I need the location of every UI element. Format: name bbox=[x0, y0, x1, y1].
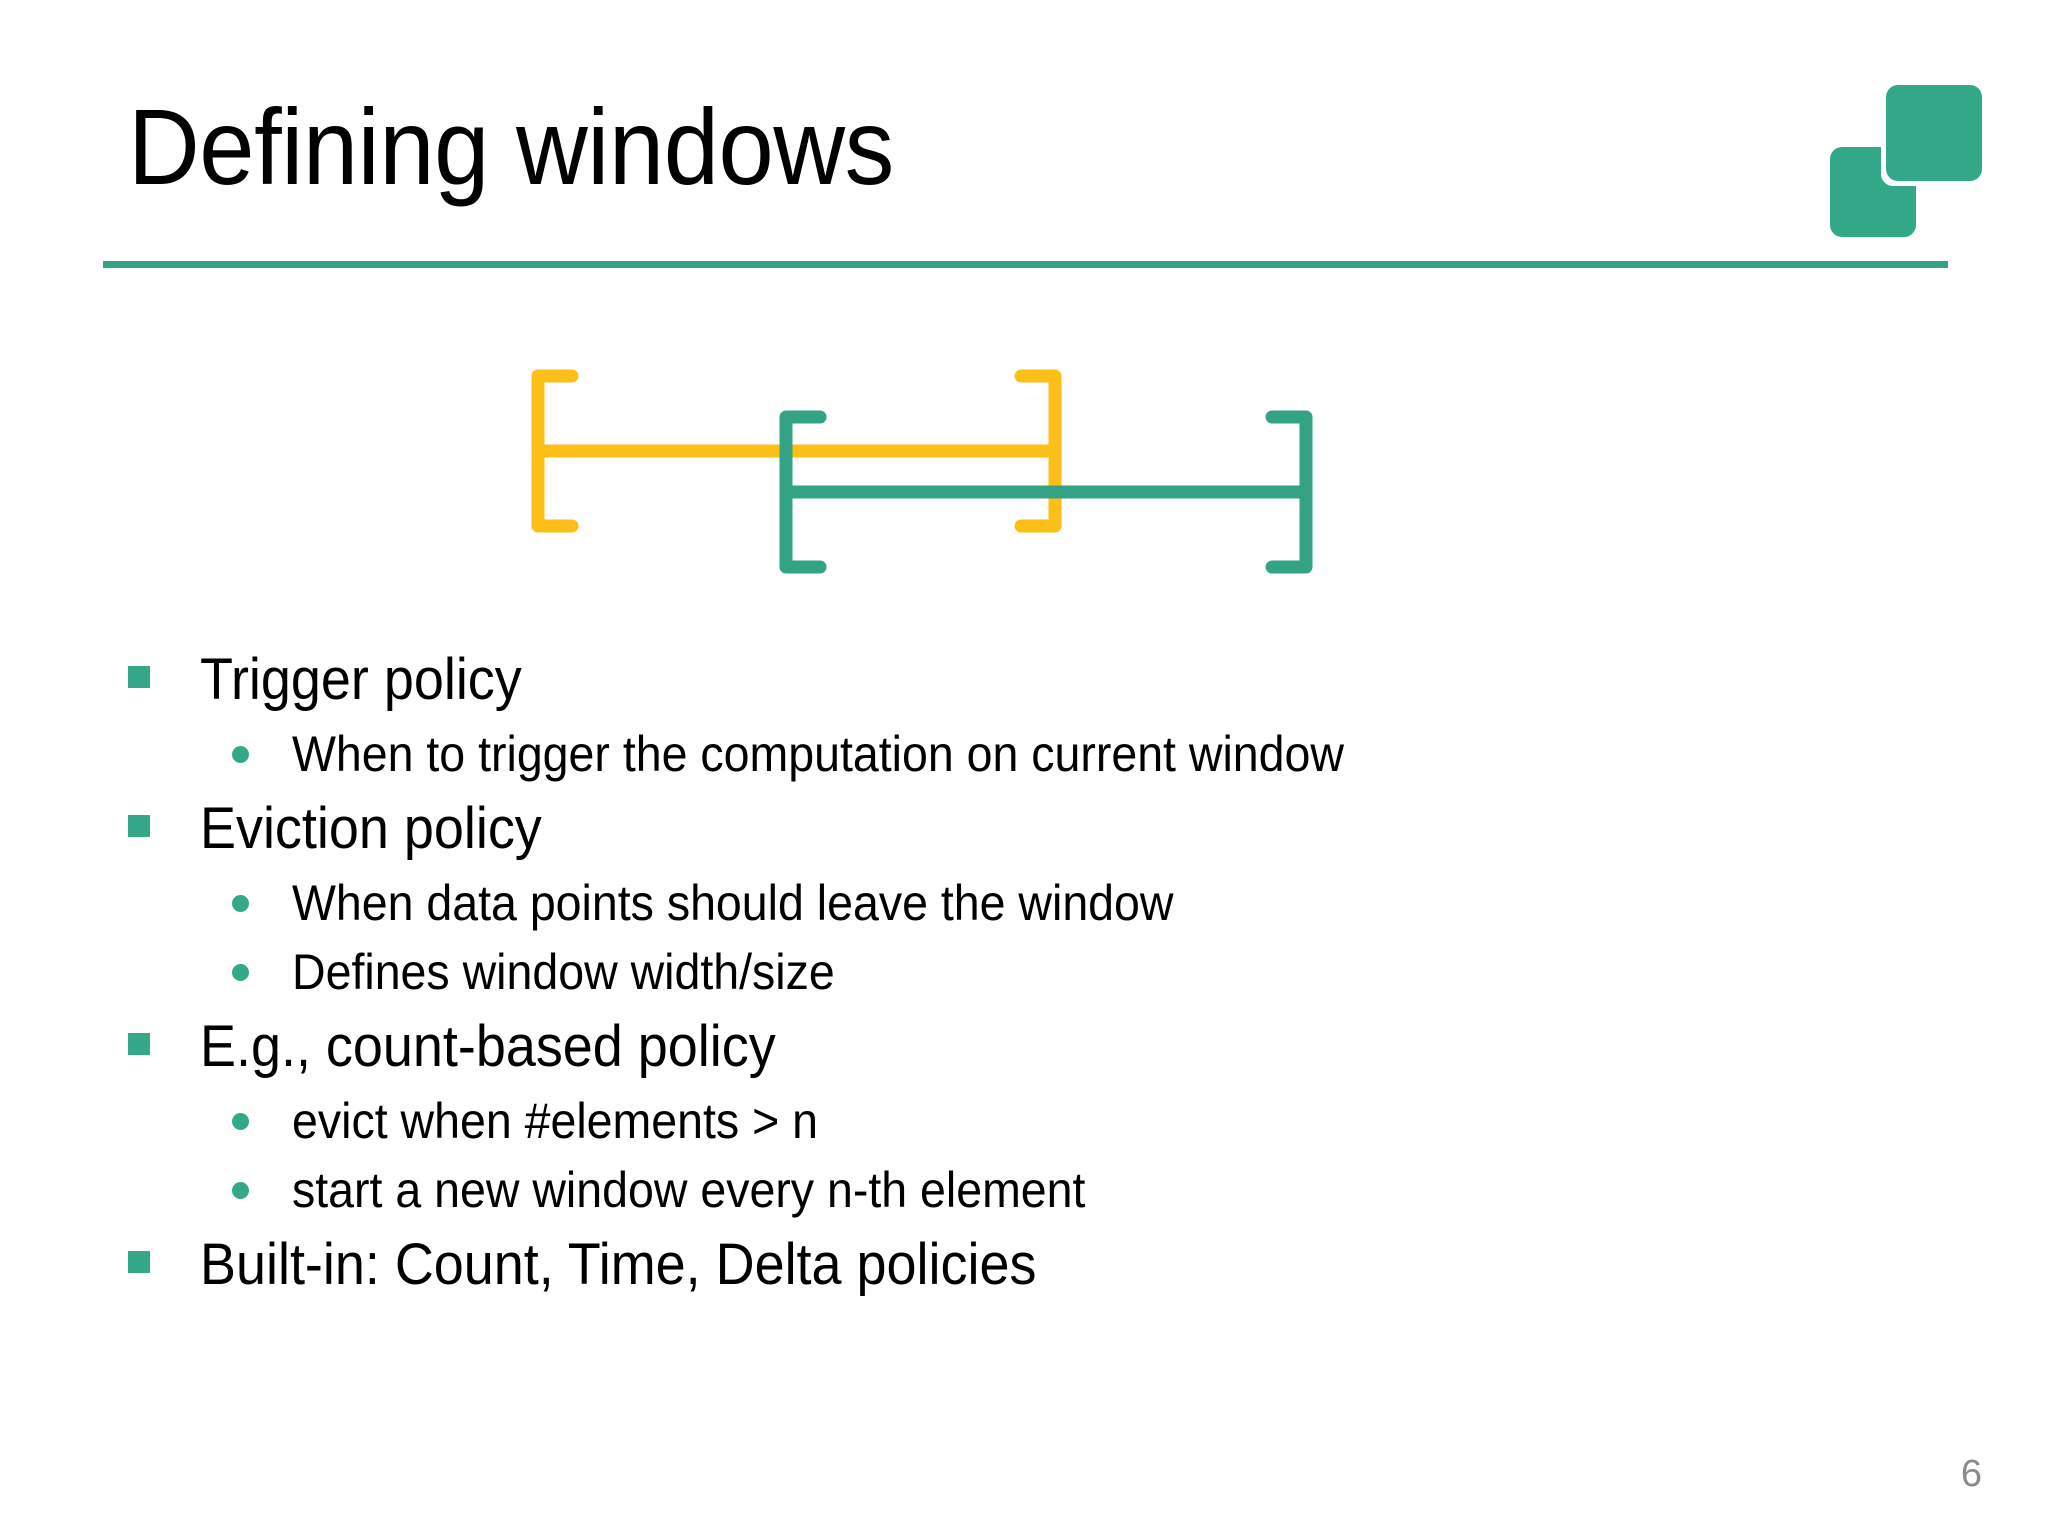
bullet-text: start a new window every n-th element bbox=[292, 1162, 1086, 1219]
bullet-text: Defines window width/size bbox=[292, 944, 835, 1001]
bullet-text: Trigger policy bbox=[200, 647, 522, 712]
bullet-text: E.g., count-based policy bbox=[200, 1014, 776, 1080]
title-divider bbox=[103, 261, 1948, 268]
logo-square-front-icon bbox=[1886, 85, 1982, 181]
square-bullet-icon bbox=[128, 666, 150, 688]
bullet-level1: Built-in: Count, Time, Delta policies bbox=[0, 1225, 2048, 1305]
bullet-level1: E.g., count-based policy bbox=[0, 1007, 2048, 1087]
bullet-level2: evict when #elements > n bbox=[0, 1087, 2048, 1156]
window-1-yellow bbox=[531, 369, 1062, 533]
dot-bullet-icon bbox=[232, 746, 249, 764]
bullet-text: evict when #elements > n bbox=[292, 1093, 819, 1150]
overlapping-windows-diagram bbox=[500, 350, 1360, 610]
bullet-level2: start a new window every n-th element bbox=[0, 1156, 2048, 1225]
square-bullet-icon bbox=[128, 1251, 150, 1274]
dot-bullet-icon bbox=[232, 1113, 249, 1131]
square-bullet-icon bbox=[128, 1033, 150, 1056]
dot-bullet-icon bbox=[232, 964, 249, 982]
bullet-level2: When data points should leave the window bbox=[0, 869, 2048, 938]
bullet-level1: Trigger policy bbox=[0, 640, 2048, 720]
bullet-level1: Eviction policy bbox=[0, 789, 2048, 869]
content-bullets: Trigger policy When to trigger the compu… bbox=[0, 640, 2048, 1305]
window-2-teal bbox=[779, 410, 1313, 574]
bullet-text: Built-in: Count, Time, Delta policies bbox=[200, 1232, 1037, 1298]
dot-bullet-icon bbox=[232, 895, 249, 913]
bullet-text: When data points should leave the window bbox=[292, 875, 1174, 932]
page-number: 6 bbox=[1960, 1453, 1982, 1495]
bullet-level2: Defines window width/size bbox=[0, 938, 2048, 1007]
page-title: Defining windows bbox=[128, 86, 894, 207]
bullet-text: Eviction policy bbox=[200, 796, 542, 862]
window-brackets-svg bbox=[531, 369, 1313, 574]
logo bbox=[1830, 85, 1982, 237]
bullet-text: When to trigger the computation on curre… bbox=[292, 726, 1344, 783]
bullet-level2: When to trigger the computation on curre… bbox=[0, 720, 2048, 789]
square-bullet-icon bbox=[128, 815, 150, 838]
dot-bullet-icon bbox=[232, 1182, 249, 1200]
